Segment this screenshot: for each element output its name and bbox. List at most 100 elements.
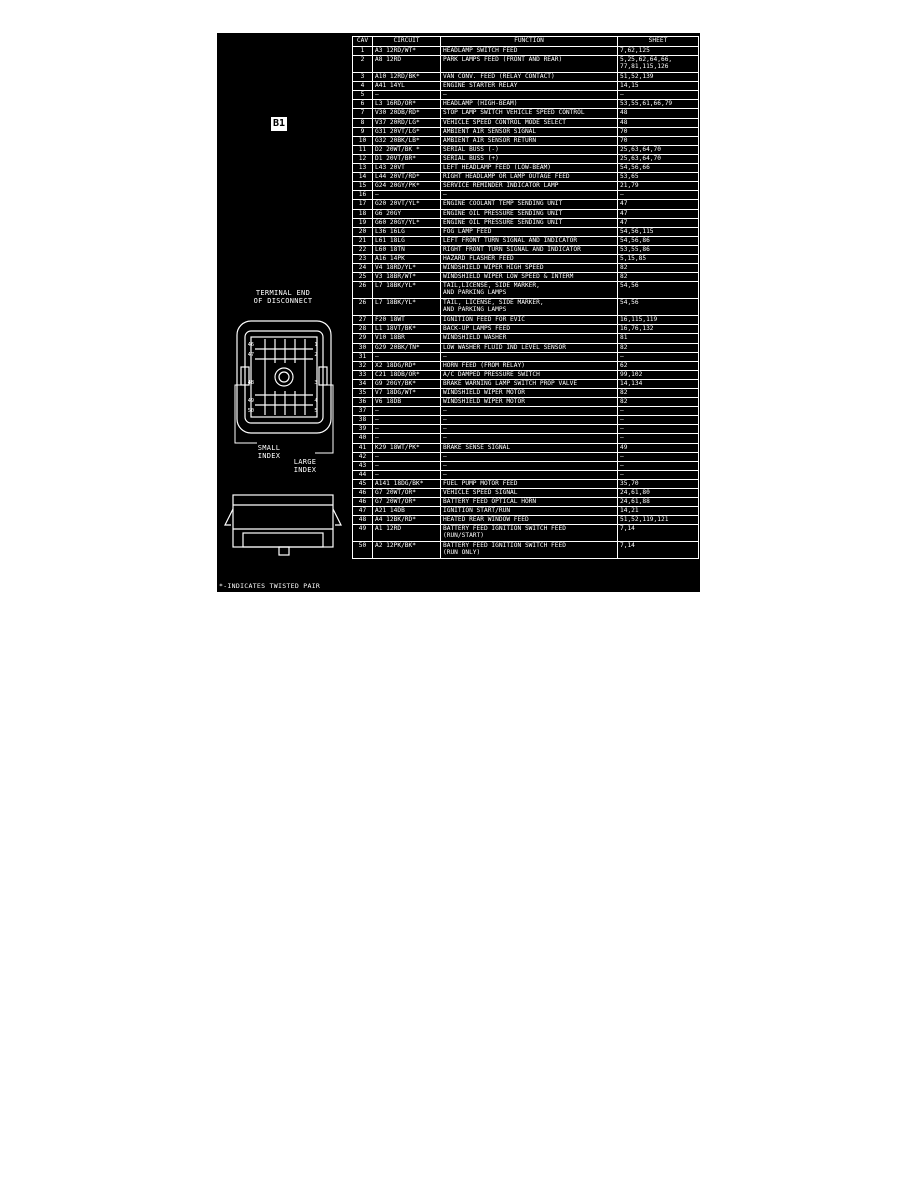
cell-sheet: — (617, 469, 699, 480)
cell-circuit: L3 16RD/OR* (372, 99, 441, 110)
cell-sheet: 25,63,64,70 (617, 153, 699, 165)
cell-cav: 17 (352, 199, 373, 210)
cell-circuit: — (372, 190, 441, 201)
pin-number-right-5: 5 (314, 408, 318, 414)
cell-function: STOP LAMP SWITCH VEHICLE SPEED CONTROL (440, 108, 618, 119)
cell-function: SERVICE REMINDER INDICATOR LAMP (440, 181, 618, 192)
cell-circuit: — (372, 460, 441, 471)
cell-cav: 29 (352, 333, 373, 344)
table-row: 42——— (352, 451, 699, 462)
cell-function: WINDSHIELD WIPER MOTOR (440, 397, 618, 408)
cell-sheet: 81 (617, 333, 699, 344)
cell-circuit: L7 18BK/YL* (372, 298, 441, 317)
pin-number-left-49: 49 (247, 398, 255, 404)
cell-circuit: A1 12RD (372, 524, 441, 543)
cell-function: FUEL PUMP MOTOR FEED (440, 478, 618, 490)
column-header-sheet: SHEET (617, 36, 699, 47)
pin-number-right-4: 4 (314, 398, 318, 404)
cell-sheet: 70 (617, 126, 699, 137)
cell-cav: 10 (352, 135, 373, 146)
cell-cav: 8 (352, 117, 373, 128)
cell-sheet: — (617, 433, 699, 444)
cell-circuit: G7 20WT/OR* (372, 488, 441, 499)
cell-cav: 16 (352, 190, 373, 201)
cell-circuit: V37 20RD/LG* (372, 117, 441, 128)
cell-cav: 37 (352, 406, 373, 417)
cell-sheet: 24,61,88 (617, 497, 699, 508)
cell-circuit: G29 20BK/TN* (372, 342, 441, 353)
cell-function: LEFT FRONT TURN SIGNAL AND INDICATOR (440, 235, 618, 246)
pin-number-right-2: 2 (314, 352, 318, 358)
cell-cav: 30 (352, 342, 373, 353)
cell-cav: 33 (352, 369, 373, 380)
cell-circuit: A141 18DG/BK* (372, 478, 441, 490)
cell-sheet: — (617, 424, 699, 435)
cell-sheet: 16,76,132 (617, 324, 699, 335)
cell-cav: 48 (352, 515, 373, 526)
wiring-diagram-sheet: B1 TERMINAL END OF DISCONNECT (217, 33, 700, 592)
cell-function: HORN FEED (FROM RELAY) (440, 360, 618, 371)
cell-cav: 7 (352, 108, 373, 119)
cell-sheet: 70 (617, 135, 699, 146)
cell-sheet: — (617, 451, 699, 462)
column-header-circuit: CIRCUIT (372, 36, 441, 47)
cell-function: IGNITION START/RUN (440, 506, 618, 517)
table-row: 38——— (352, 415, 699, 426)
cell-cav: 44 (352, 469, 373, 480)
cell-cav: 15 (352, 181, 373, 192)
cell-sheet: 54,56,86 (617, 235, 699, 246)
cell-sheet: 54,56 (617, 298, 699, 317)
cell-cav: 50 (352, 541, 373, 560)
cell-circuit: G9 20GY/BK* (372, 378, 441, 390)
cell-cav: 21 (352, 235, 373, 246)
cell-cav: 31 (352, 351, 373, 362)
cell-function: ENGINE COOLANT TEMP SENDING UNIT (440, 199, 618, 210)
cell-function: ENGINE STARTER RELAY (440, 81, 618, 92)
cell-function: — (440, 460, 618, 471)
cell-cav: 18 (352, 208, 373, 219)
cell-cav: 42 (352, 451, 373, 462)
cell-function: PARK LAMPS FEED (FRONT AND REAR) (440, 55, 618, 74)
cell-sheet: 62 (617, 360, 699, 371)
cell-function: FOG LAMP FEED (440, 226, 618, 237)
cell-circuit: G7 20WT/OR* (372, 497, 441, 508)
cell-sheet: 54,56 (617, 281, 699, 300)
cell-function: — (440, 451, 618, 462)
cell-function: A/C DAMPED PRESSURE SWITCH (440, 369, 618, 380)
pin-number-right-3: 3 (314, 380, 318, 386)
cell-cav: 1 (352, 45, 373, 57)
cell-circuit: G31 20VT/LG* (372, 126, 441, 137)
cell-sheet: 82 (617, 272, 699, 283)
cell-sheet: 82 (617, 387, 699, 399)
cell-function: WINDSHIELD WASHER (440, 333, 618, 344)
cell-sheet: 53,65 (617, 172, 699, 183)
cell-circuit: A41 14YL (372, 81, 441, 92)
cell-function: HEADLAMP SWITCH FEED (440, 45, 618, 57)
cell-circuit: L1 18VT/BK* (372, 324, 441, 335)
cell-circuit: L61 18LG (372, 235, 441, 246)
cell-sheet: 53,55,86 (617, 244, 699, 255)
cell-circuit: A21 14DB (372, 506, 441, 517)
cell-sheet: 7,14 (617, 524, 699, 543)
cell-sheet: — (617, 90, 699, 101)
cell-cav: 11 (352, 144, 373, 155)
cell-function: RIGHT FRONT TURN SIGNAL AND INDICATOR (440, 244, 618, 255)
cell-sheet: 82 (617, 263, 699, 274)
cell-circuit: L44 20VT/RD* (372, 172, 441, 183)
cell-circuit: — (372, 415, 441, 426)
cell-sheet: 35,70 (617, 478, 699, 490)
cell-function: VAN CONV. FEED (RELAY CONTACT) (440, 72, 618, 83)
cell-sheet: 47 (617, 217, 699, 228)
